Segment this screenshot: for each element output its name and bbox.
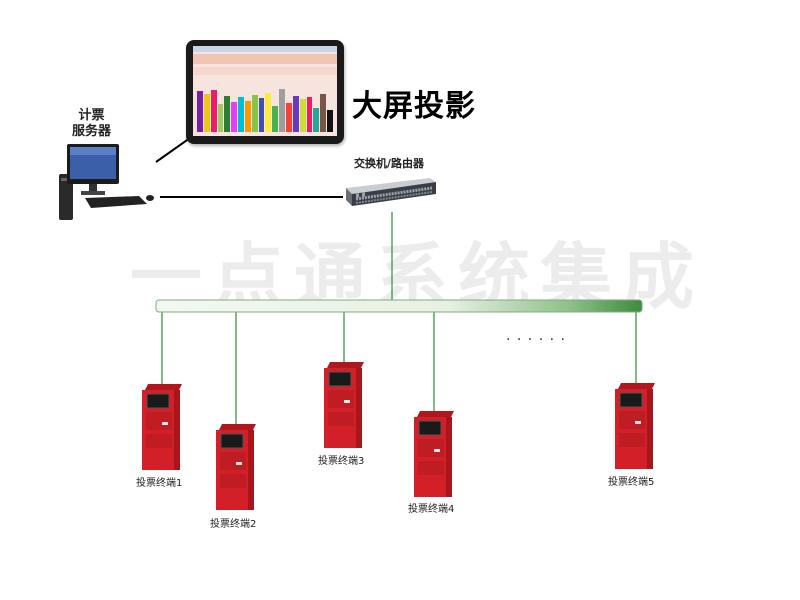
projector-bar xyxy=(292,96,299,132)
network-bus xyxy=(155,299,643,313)
voting-terminal-1 xyxy=(138,382,184,476)
projector-bar xyxy=(327,110,333,132)
projector-screen xyxy=(186,40,344,144)
projector-titlebar xyxy=(193,46,337,52)
projector-bar xyxy=(285,103,292,132)
server-computer xyxy=(59,144,154,220)
projector-bar xyxy=(306,97,313,132)
terminal-label-1: 投票终端1 xyxy=(136,478,183,489)
projector-bar xyxy=(299,99,306,132)
projector-bar xyxy=(244,100,251,132)
server-tower xyxy=(59,174,73,220)
projector-bar-chart xyxy=(197,84,333,132)
projector-toolbar xyxy=(193,54,337,64)
server-label: 计票 服务器 xyxy=(72,108,112,139)
projector-bar xyxy=(313,108,320,132)
projector-bar xyxy=(217,104,224,132)
terminal-label-4: 投票终端4 xyxy=(408,504,455,515)
projector-bar xyxy=(265,92,272,132)
more-terminals-ellipsis: · · · · · · xyxy=(506,332,566,348)
projector-chart-band xyxy=(193,67,337,75)
projector-bar xyxy=(272,105,279,132)
server-to-projector-line xyxy=(155,137,191,163)
voting-terminal-4 xyxy=(410,409,456,503)
terminal-label-5: 投票终端5 xyxy=(608,477,655,488)
voting-terminal-2 xyxy=(212,422,258,516)
projector-bar xyxy=(238,97,244,132)
terminal-label-3: 投票终端3 xyxy=(318,456,365,467)
projector-bar xyxy=(320,93,327,132)
server-mouse xyxy=(146,195,154,201)
projector-bar xyxy=(251,94,258,132)
projector-bar xyxy=(279,88,285,132)
switch-label: 交换机/路由器 xyxy=(354,157,425,170)
network-switch xyxy=(346,178,436,206)
projector-display xyxy=(193,46,337,136)
voting-terminal-5 xyxy=(611,381,657,475)
projector-bar xyxy=(210,89,217,132)
projector-bar xyxy=(231,102,238,132)
terminal-label-2: 投票终端2 xyxy=(210,519,257,530)
projector-bar xyxy=(258,98,265,132)
projector-bar xyxy=(203,93,210,132)
server-keyboard xyxy=(85,196,147,208)
projector-bar xyxy=(224,96,231,132)
screen-label: 大屏投影 xyxy=(352,89,476,124)
projector-bar xyxy=(197,91,203,132)
voting-terminal-3 xyxy=(320,360,366,454)
